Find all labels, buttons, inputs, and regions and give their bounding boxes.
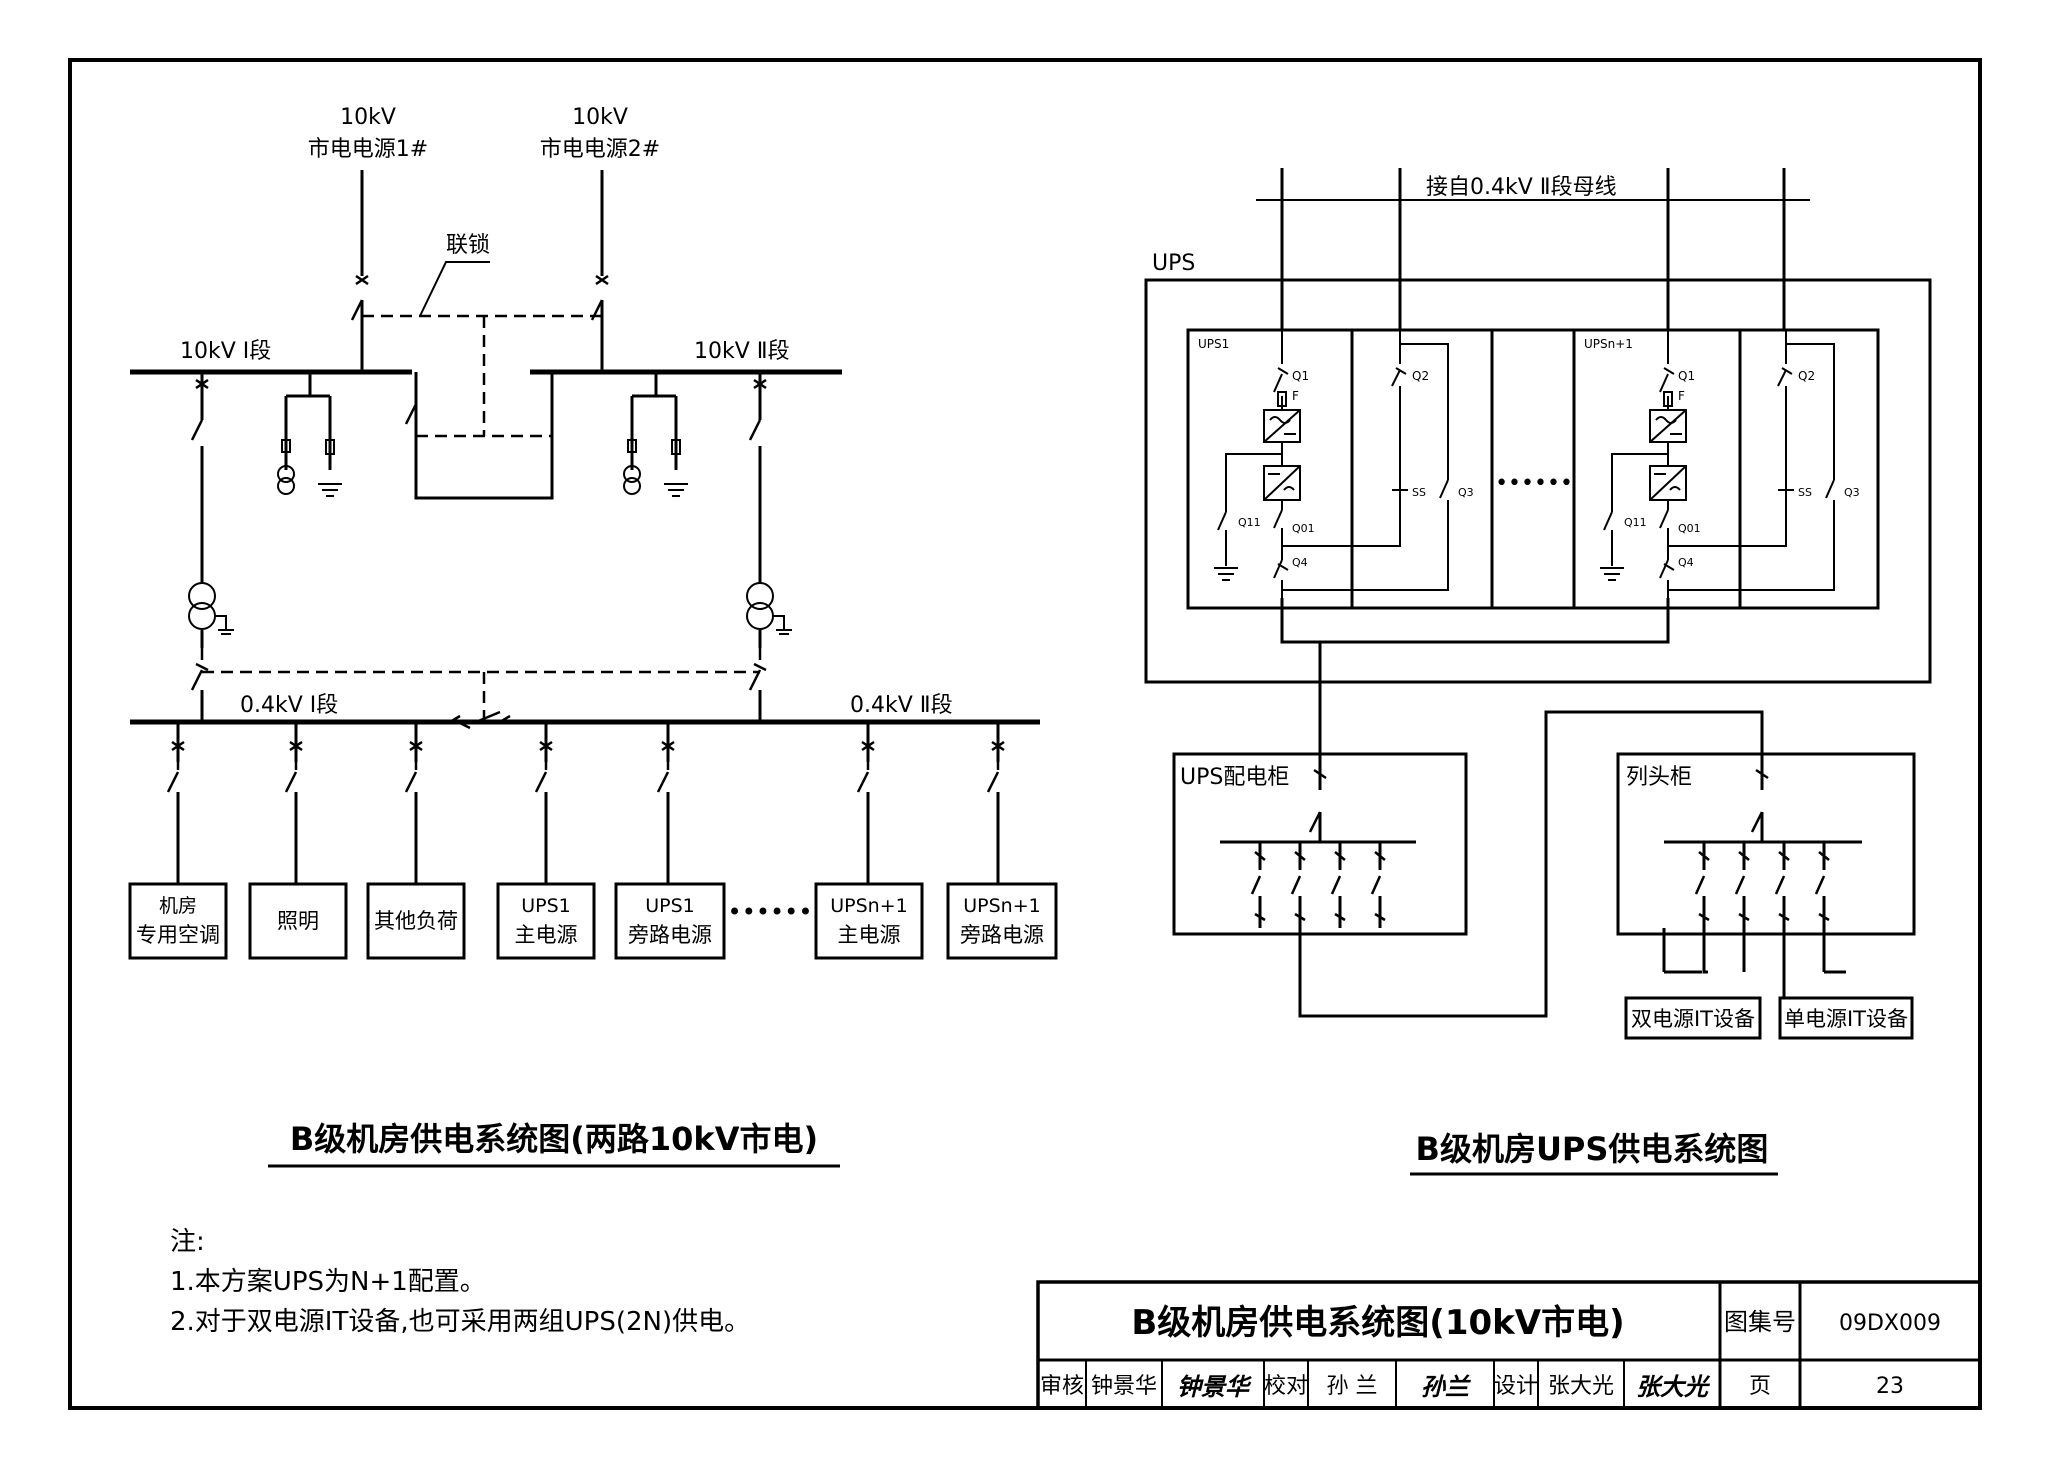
load-label: 其他负荷 xyxy=(374,909,458,933)
load-box: UPSn+1 主电源 xyxy=(814,882,924,960)
module-name: UPSn+1 xyxy=(1584,337,1633,351)
q1-label: Q1 xyxy=(1292,369,1309,383)
load-boxes: 机房专用空调照明其他负荷UPS1主电源UPS1旁路电源UPSn+1主电源UPSn… xyxy=(128,882,1058,960)
page-number: 23 xyxy=(1876,1374,1904,1399)
dual-it-box xyxy=(1624,996,1762,1040)
q11-label: Q11 xyxy=(1624,516,1647,529)
ups-system-label: UPS xyxy=(1152,251,1195,276)
load-label-line1: UPS1 xyxy=(645,895,695,917)
hv-bus2-label: 10kV Ⅱ段 xyxy=(694,339,790,364)
load-box: 照明 xyxy=(248,882,348,960)
load-label-line2: 旁路电源 xyxy=(960,923,1044,947)
ups-panel-label: UPS配电柜 xyxy=(1180,765,1289,790)
design-label: 设计 xyxy=(1494,1374,1538,1399)
q4-label: Q4 xyxy=(1678,556,1694,569)
source1-name: 市电电源1# xyxy=(308,137,428,162)
f-label: F xyxy=(1678,389,1685,403)
reviewer-name: 钟景华 xyxy=(1091,1374,1157,1399)
page-label: 页 xyxy=(1749,1374,1771,1399)
ss-label: SS xyxy=(1412,486,1426,499)
load-label: 照明 xyxy=(277,909,319,933)
load-label-line2: 专用空调 xyxy=(136,923,220,947)
atlas-number: 09DX009 xyxy=(1839,1311,1941,1336)
single-it-box xyxy=(1778,996,1914,1040)
q1-label: Q1 xyxy=(1678,369,1695,383)
notes: 注: 1.本方案UPS为N+1配置。 2.对于双电源IT设备,也可采用两组UPS… xyxy=(170,1227,750,1337)
dual-it-label: 双电源IT设备 xyxy=(1631,1007,1755,1031)
lv-bus2-label: 0.4kV Ⅱ段 xyxy=(850,693,953,718)
lv-bus1-label: 0.4kV Ⅰ段 xyxy=(240,693,338,718)
right-diagram-title: B级机房UPS供电系统图 xyxy=(1416,1130,1769,1168)
load-label-line2: 旁路电源 xyxy=(628,923,712,947)
designer-signature: 张大光 xyxy=(1636,1372,1711,1401)
left-single-line-diagram: 10kV 市电电源1# 10kV 市电电源2# 联锁 10kV Ⅰ段 10kV … xyxy=(128,105,1058,1168)
cabinet-feeders xyxy=(1694,842,1830,928)
designer-name: 张大光 xyxy=(1548,1374,1614,1399)
left-diagram-title: B级机房供电系统图(两路10kV市电) xyxy=(290,1120,818,1158)
q01-label: Q01 xyxy=(1678,522,1701,535)
q4-label: Q4 xyxy=(1292,556,1308,569)
note-2: 2.对于双电源IT设备,也可采用两组UPS(2N)供电。 xyxy=(170,1307,750,1337)
sheet-frame xyxy=(68,58,1982,1410)
load-box: UPSn+1 旁路电源 xyxy=(946,882,1058,960)
ups-ellipsis: •••••• xyxy=(1495,471,1573,496)
left-ellipsis: •••••• xyxy=(728,898,813,926)
ups-distribution-panel xyxy=(1172,752,1468,936)
load-box: 其他负荷 xyxy=(366,882,466,960)
hv-bus1-label: 10kV Ⅰ段 xyxy=(180,339,271,364)
q3-label: Q3 xyxy=(1844,486,1860,499)
q2-label: Q2 xyxy=(1798,369,1815,383)
interlock-label: 联锁 xyxy=(446,233,490,258)
source2-name: 市电电源2# xyxy=(540,137,660,162)
load-label-line1: UPS1 xyxy=(521,895,571,917)
load-label-line2: 主电源 xyxy=(515,923,578,947)
review-label: 审核 xyxy=(1040,1374,1084,1399)
source1-voltage: 10kV xyxy=(340,105,396,130)
single-it-label: 单电源IT设备 xyxy=(1784,1007,1908,1031)
ups-enclosure xyxy=(1144,278,1932,684)
panel-feeders xyxy=(1250,842,1386,928)
load-label-line2: 主电源 xyxy=(838,923,901,947)
atlas-label: 图集号 xyxy=(1724,1308,1796,1336)
module-name: UPS1 xyxy=(1198,337,1229,351)
load-label-line1: UPSn+1 xyxy=(963,895,1040,917)
ss-label: SS xyxy=(1798,486,1812,499)
lv-feeders xyxy=(166,722,1005,884)
checker-name: 孙 兰 xyxy=(1327,1374,1378,1399)
row-head-cabinet xyxy=(1616,752,1916,936)
title-block: B级机房供电系统图(10kV市电) 图集号 09DX009 审核 钟景华 钟景华… xyxy=(1036,1280,1982,1410)
q01-label: Q01 xyxy=(1292,522,1315,535)
q11-label: Q11 xyxy=(1238,516,1261,529)
check-label: 校对 xyxy=(1264,1374,1308,1399)
q3-label: Q3 xyxy=(1458,486,1474,499)
ups-inner-frame xyxy=(1186,328,1880,610)
load-box: UPS1 旁路电源 xyxy=(614,882,726,960)
drawing-title: B级机房供电系统图(10kV市电) xyxy=(1131,1303,1624,1343)
load-label-line1: UPSn+1 xyxy=(830,895,907,917)
head-cabinet-label: 列头柜 xyxy=(1626,765,1692,790)
notes-heading: 注: xyxy=(170,1227,205,1257)
checker-signature: 孙兰 xyxy=(1421,1372,1471,1401)
q2-label: Q2 xyxy=(1412,369,1429,383)
note-1: 1.本方案UPS为N+1配置。 xyxy=(170,1267,486,1297)
f-label: F xyxy=(1292,389,1299,403)
source2-voltage: 10kV xyxy=(572,105,628,130)
load-box: UPS1 主电源 xyxy=(496,882,596,960)
reviewer-signature: 钟景华 xyxy=(1177,1372,1252,1401)
load-label-line1: 机房 xyxy=(159,895,197,917)
incoming-label: 接自0.4kV Ⅱ段母线 xyxy=(1426,175,1617,200)
